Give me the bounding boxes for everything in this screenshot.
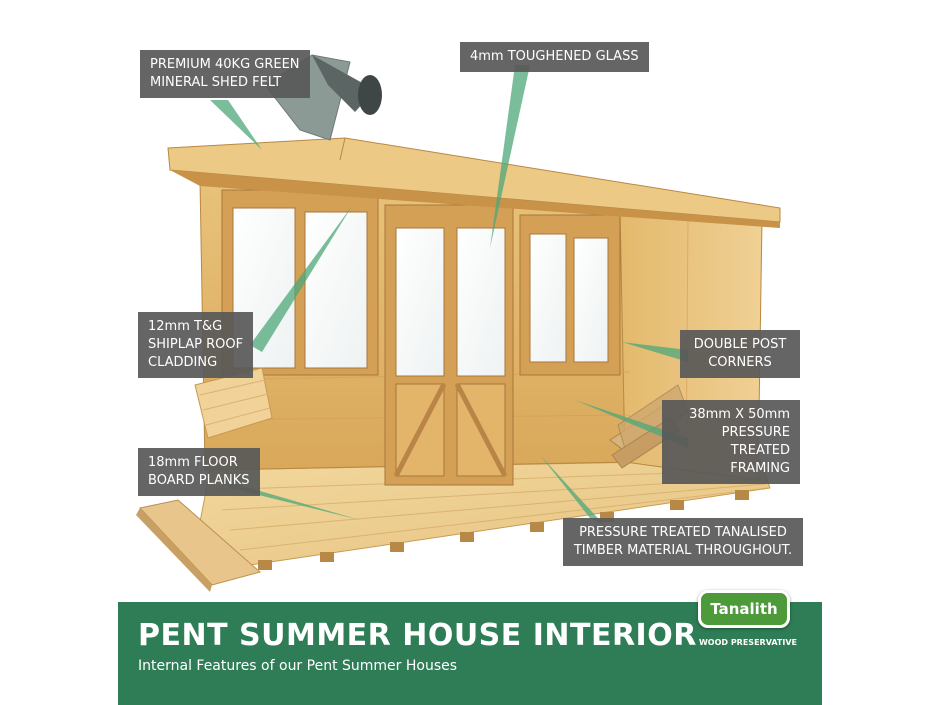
- callout-framing: 38mm X 50mm PRESSURE TREATED FRAMING: [662, 400, 800, 484]
- tanalith-tagline: WOOD PRESERVATIVE: [698, 638, 798, 647]
- pent-roof: [167, 137, 781, 228]
- callout-roof-cladding: 12mm T&G SHIPLAP ROOF CLADDING: [138, 312, 254, 378]
- page-subtitle: Internal Features of our Pent Summer Hou…: [138, 658, 458, 674]
- floor-plank-sample: [136, 499, 262, 592]
- tanalith-logo: Tanalith: [698, 590, 790, 628]
- callout-floor-planks: 18mm FLOOR BOARD PLANKS: [138, 448, 260, 496]
- callout-shed-felt: PREMIUM 40KG GREEN MINERAL SHED FELT: [140, 50, 310, 98]
- callout-toughened-glass: 4mm TOUGHENED GLASS: [460, 42, 649, 72]
- title-banner: PENT SUMMER HOUSE INTERIOR Internal Feat…: [118, 590, 822, 705]
- callout-tanalised-timber: PRESSURE TREATED TANALISED TIMBER MATERI…: [563, 518, 803, 566]
- callout-double-post-corners: DOUBLE POST CORNERS: [680, 330, 800, 378]
- page-title: PENT SUMMER HOUSE INTERIOR: [138, 618, 697, 653]
